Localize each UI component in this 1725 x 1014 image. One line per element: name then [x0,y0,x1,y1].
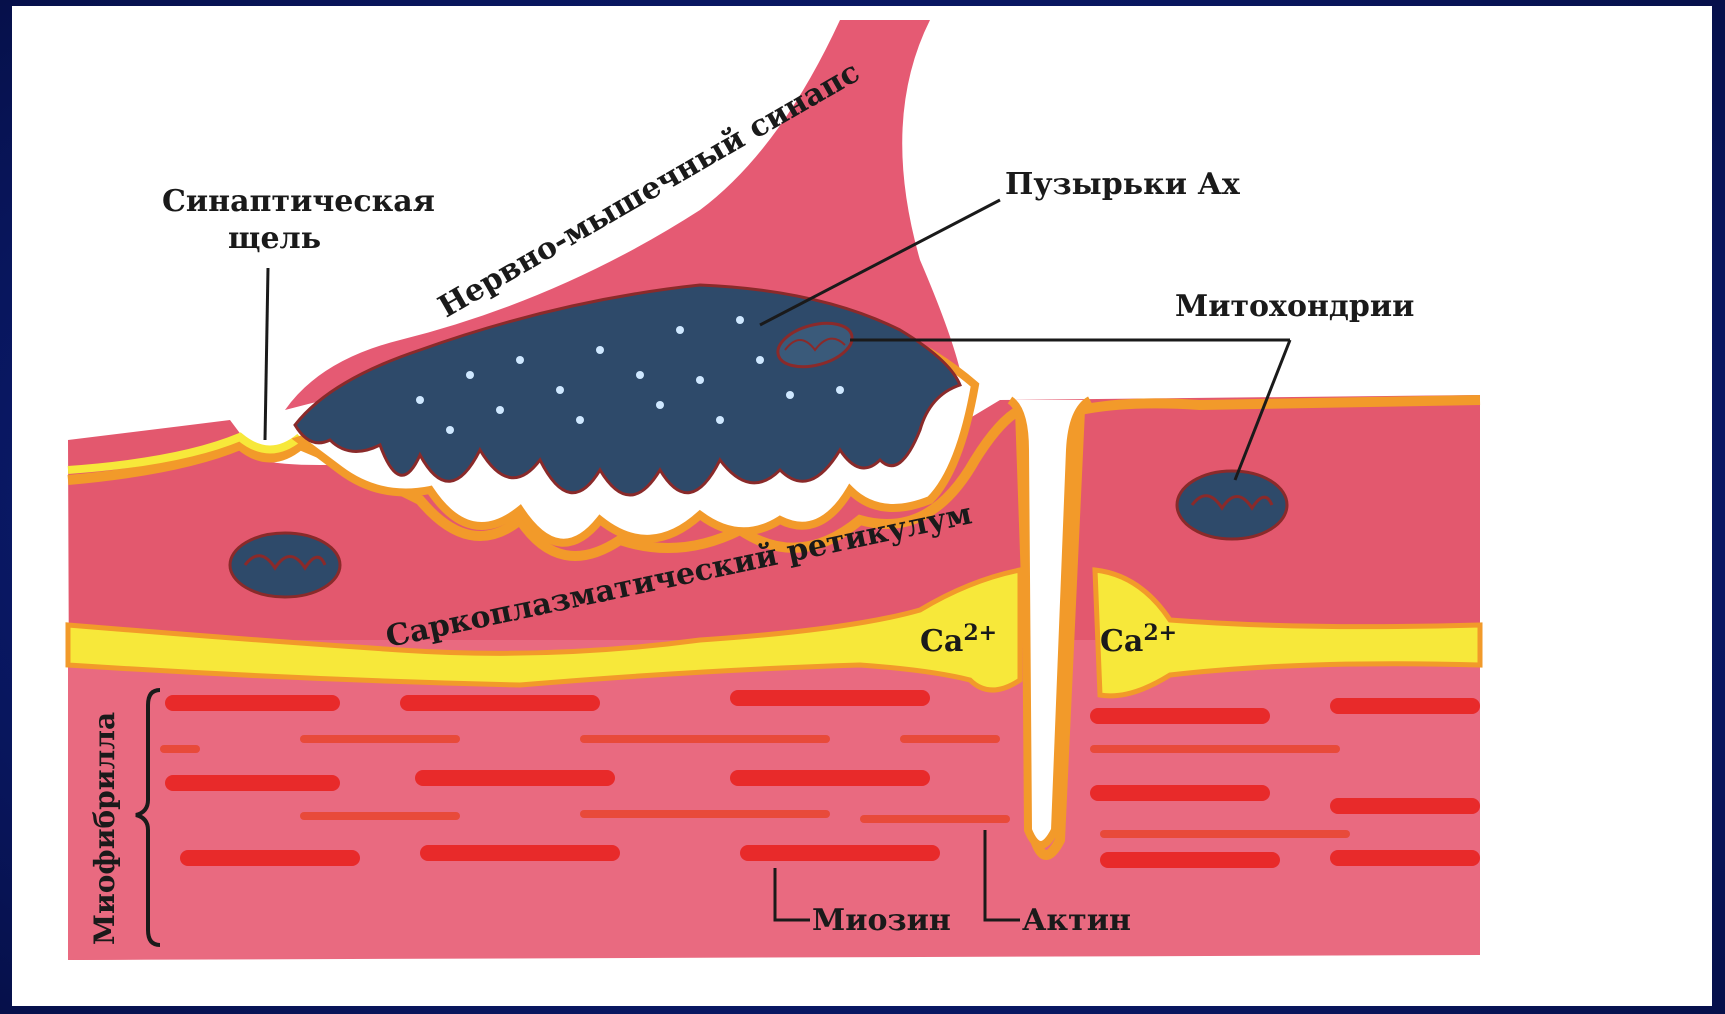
label-myosin: Миозин [812,904,951,937]
label-myofibril: Миофибрилла [88,712,121,945]
label-actin: Актин [1022,904,1131,937]
label-ca-left: Ca2+ [920,620,997,659]
label-mitochondria: Митохондрии [1175,290,1414,323]
ca-left-charge: 2+ [963,620,997,646]
nerve-terminal [295,285,960,495]
ca-left-symbol: Ca [920,624,963,659]
leader-synaptic-cleft [265,268,268,440]
label-synaptic-cleft-2: щель [228,222,321,255]
ca-right-symbol: Ca [1100,624,1143,659]
label-vesicles: Пузырьки Ах [1005,168,1240,201]
ca-right-charge: 2+ [1143,620,1177,646]
label-synaptic-cleft-1: Синаптическая [162,185,435,218]
label-ca-right: Ca2+ [1100,620,1177,659]
